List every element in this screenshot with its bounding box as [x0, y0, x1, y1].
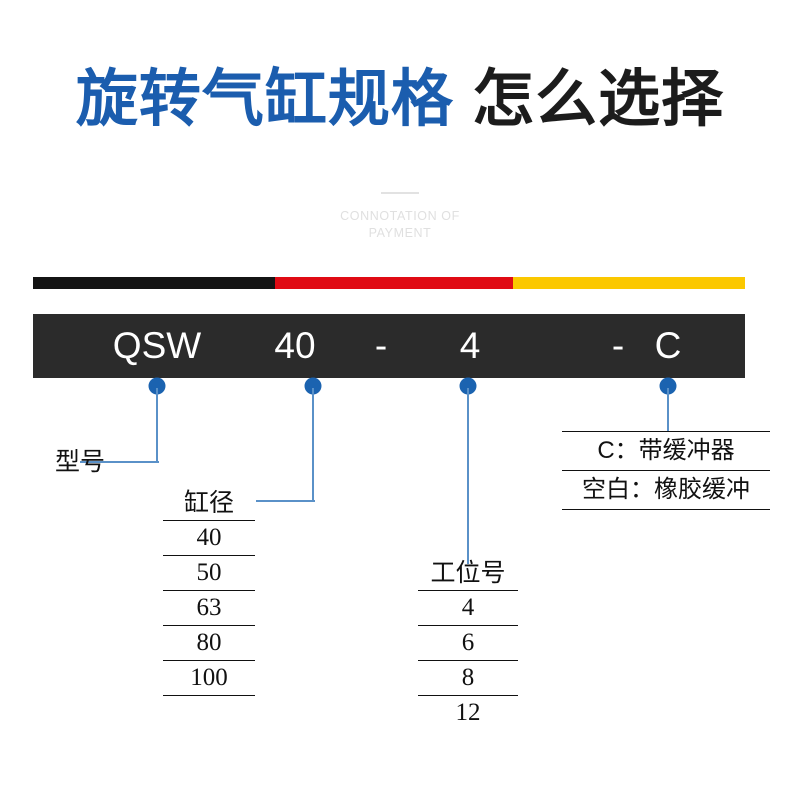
spec-rows-station: 4 6 8 12: [418, 590, 518, 730]
color-segment-yellow: [513, 277, 745, 289]
sub-caption-divider: [381, 192, 419, 194]
callout-line-station-vertical: [467, 388, 469, 564]
spec-row-bore-100: 100: [163, 661, 255, 696]
code-token-bore: 40: [274, 325, 316, 366]
spec-row-station-12: 12: [455, 699, 481, 726]
spec-row-bore-40: 40: [163, 521, 255, 556]
spec-row-bore-63: 63: [163, 591, 255, 626]
option-box-cushion: C：带缓冲器 空白：橡胶缓冲: [562, 431, 770, 510]
callout-dot-cushion: [659, 377, 677, 395]
sub-caption-line-2: PAYMENT: [368, 226, 432, 240]
callout-dot-model: [148, 377, 166, 395]
callout-dot-station: [459, 377, 477, 395]
spec-rows-bore: 40 50 63 80 100: [163, 520, 255, 696]
option-row-with-shock-absorber: C：带缓冲器: [562, 432, 770, 471]
spec-row-station-4: 4: [418, 591, 518, 626]
code-token-station: 4: [459, 325, 481, 366]
tricolor-bar: [33, 277, 745, 289]
color-segment-red: [275, 277, 513, 289]
spec-header-station: 工位号: [430, 560, 506, 587]
sub-caption: CONNOTATION OF PAYMENT: [0, 208, 800, 242]
callout-line-bore-horizontal: [256, 500, 315, 502]
spec-row-bore-50: 50: [163, 556, 255, 591]
part-number-bar: QSW 40 - 4 - C: [33, 314, 745, 378]
callout-dot-bore: [304, 377, 322, 395]
callout-line-cushion-vertical: [667, 388, 669, 432]
code-token-dash-1: -: [374, 325, 388, 366]
spec-row-station-6: 6: [418, 626, 518, 661]
callout-line-model-vertical: [156, 388, 158, 463]
sub-caption-line-1: CONNOTATION OF: [340, 209, 460, 223]
option-row-rubber-cushion: 空白：橡胶缓冲: [562, 471, 770, 510]
spec-row-bore-80: 80: [163, 626, 255, 661]
code-token-model: QSW: [112, 325, 202, 366]
spec-table-station: 工位号 4 6 8 12: [418, 558, 518, 730]
page-title: 旋转气缸规格 怎么选择: [0, 62, 800, 138]
callout-line-model-horizontal: [80, 461, 159, 463]
spec-table-bore: 缸径 40 50 63 80 100: [163, 488, 255, 696]
spec-row-station-8: 8: [418, 661, 518, 696]
spec-header-bore: 缸径: [183, 490, 234, 517]
code-token-dash-2: -: [611, 325, 625, 366]
callout-line-bore-vertical: [312, 388, 314, 502]
code-token-cushion: C: [654, 325, 682, 366]
title-rest: 怎么选择: [453, 65, 725, 134]
label-model: 型号: [55, 449, 106, 476]
color-segment-black: [33, 277, 275, 289]
title-highlight: 旋转气缸规格: [75, 65, 454, 134]
